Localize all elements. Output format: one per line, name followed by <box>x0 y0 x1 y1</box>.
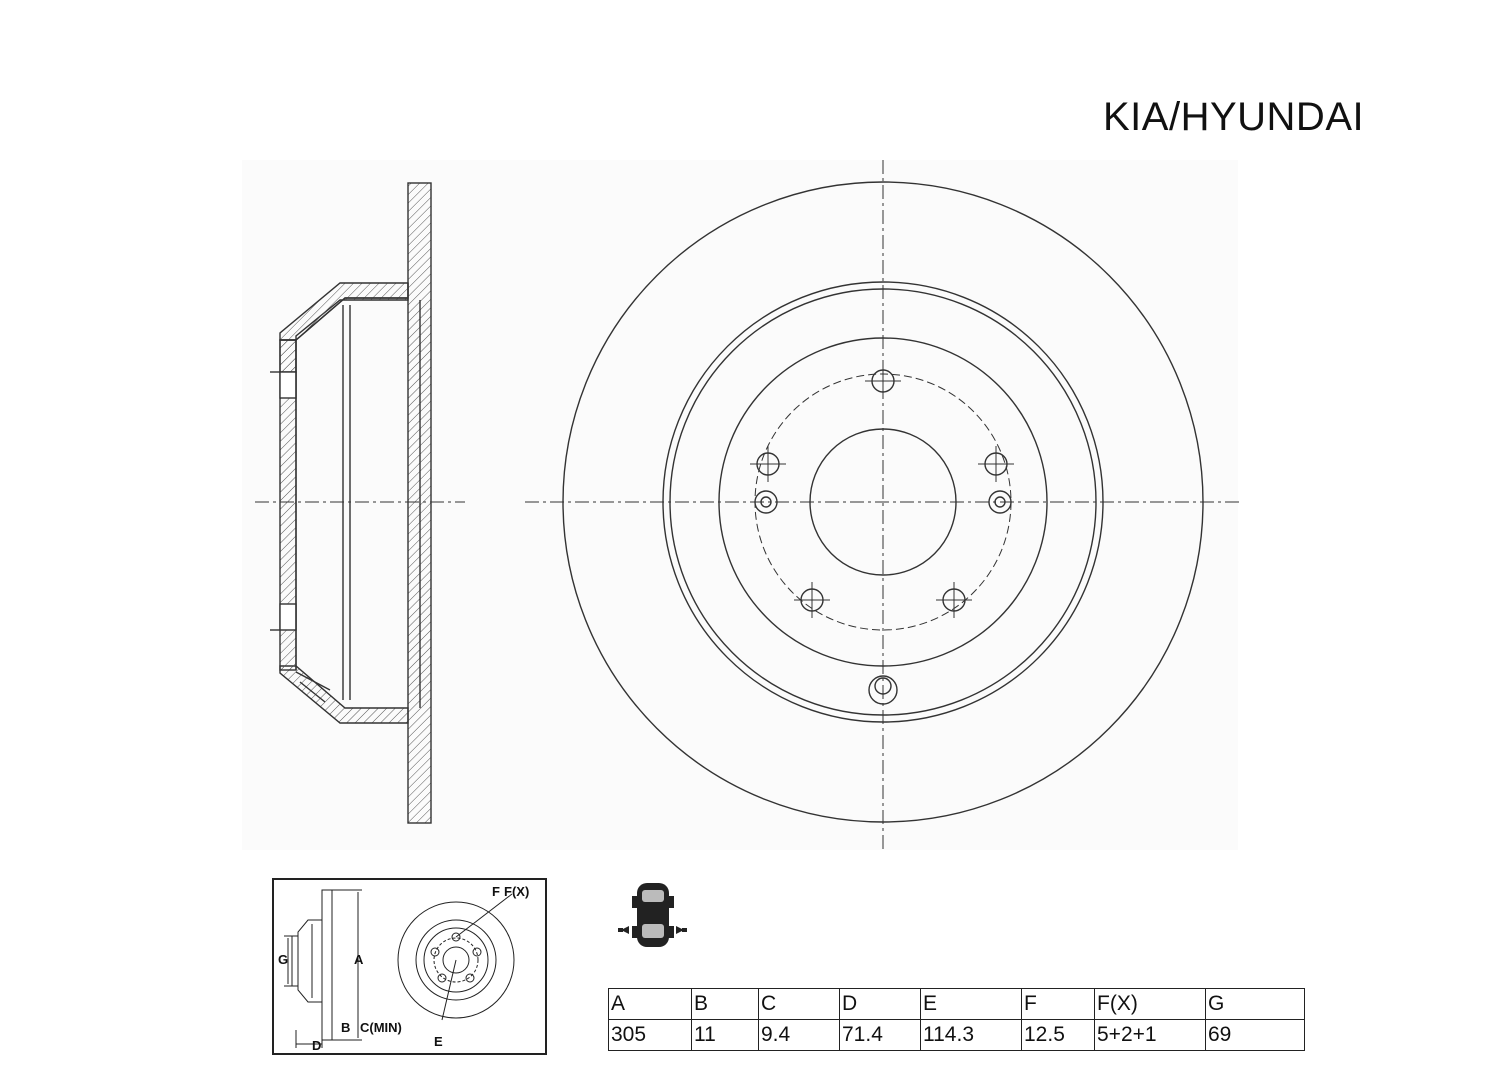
spec-header-fx: F(X) <box>1094 988 1206 1020</box>
label-f: F <box>492 884 500 899</box>
spec-value-fx: 5+2+1 <box>1094 1019 1206 1051</box>
label-d: D <box>312 1038 321 1053</box>
dimension-key: F F(X) A G B C(MIN) D E <box>272 878 547 1055</box>
spec-header-e: E <box>920 988 1022 1020</box>
label-a: A <box>354 952 364 967</box>
spec-value-g: 69 <box>1205 1019 1305 1051</box>
label-c: C(MIN) <box>360 1020 402 1035</box>
spec-table: A B C D E F F(X) G 305 11 9.4 71.4 114.3… <box>608 988 1305 1051</box>
spec-value-c: 9.4 <box>758 1019 840 1051</box>
spec-value-f: 12.5 <box>1021 1019 1095 1051</box>
spec-header-row: A B C D E F F(X) G <box>608 988 1305 1020</box>
spec-value-e: 114.3 <box>920 1019 1022 1051</box>
spec-value-a: 305 <box>608 1019 692 1051</box>
label-fx: F(X) <box>504 884 529 899</box>
spec-header-b: B <box>691 988 759 1020</box>
spec-value-b: 11 <box>691 1019 759 1051</box>
label-b: B <box>341 1020 350 1035</box>
side-section-view <box>270 182 432 824</box>
label-e: E <box>434 1034 443 1049</box>
brand-title: KIA/HYUNDAI <box>1103 95 1365 139</box>
spec-value-d: 71.4 <box>839 1019 921 1051</box>
label-g: G <box>278 952 288 967</box>
spec-header-d: D <box>839 988 921 1020</box>
dimension-key-diagram: F F(X) A G B C(MIN) D E <box>278 884 529 1053</box>
car-rear-axle-icon <box>618 883 687 947</box>
spec-value-row: 305 11 9.4 71.4 114.3 12.5 5+2+1 69 <box>608 1019 1305 1051</box>
spec-header-g: G <box>1205 988 1305 1020</box>
spec-header-f: F <box>1021 988 1095 1020</box>
spec-header-a: A <box>608 988 692 1020</box>
spec-header-c: C <box>758 988 840 1020</box>
